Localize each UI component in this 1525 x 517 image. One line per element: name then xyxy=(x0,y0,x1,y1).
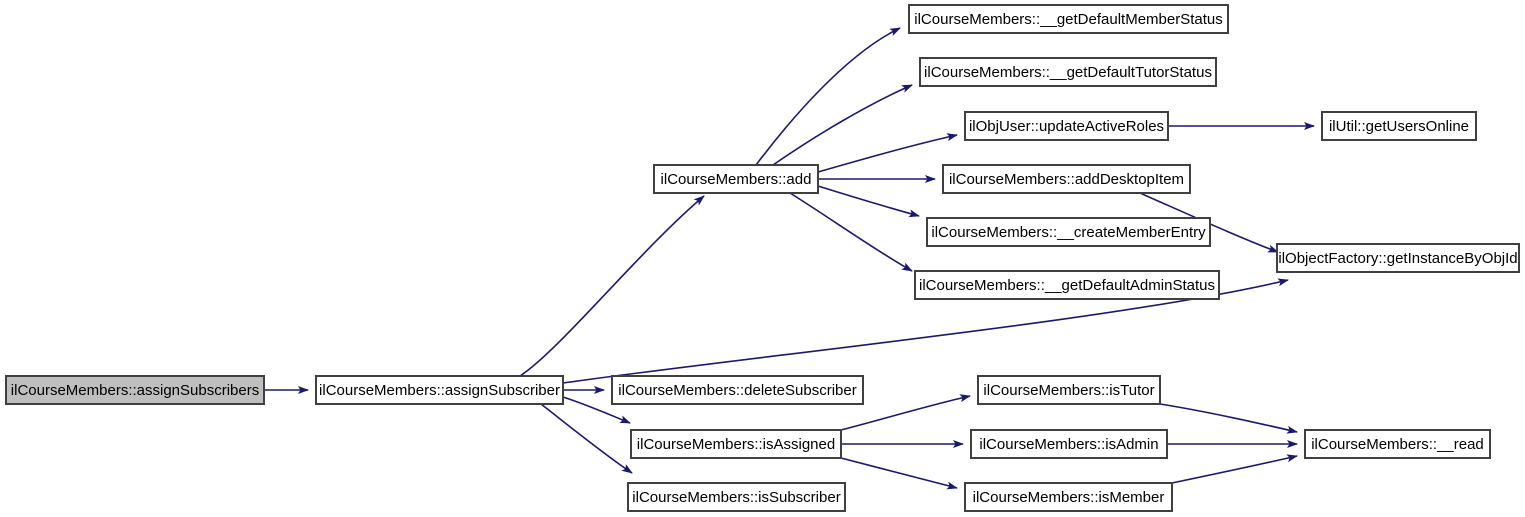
node-assignSubscribers[interactable]: ilCourseMembers::assignSubscribers xyxy=(5,375,265,405)
node-isTutor[interactable]: ilCourseMembers::isTutor xyxy=(977,375,1161,405)
node-getDefaultAdminStatus[interactable]: ilCourseMembers::__getDefaultAdminStatus xyxy=(914,270,1220,300)
node-box-getDefaultMemberStatus[interactable] xyxy=(908,4,1229,34)
node-box-getDefaultAdminStatus[interactable] xyxy=(914,270,1220,300)
edge-add-to-getDefaultAdminStatus xyxy=(789,192,913,272)
node-box-assignSubscribers[interactable] xyxy=(5,375,265,405)
node-isAdmin[interactable]: ilCourseMembers::isAdmin xyxy=(970,429,1168,459)
node-isAssigned[interactable]: ilCourseMembers::isAssigned xyxy=(630,429,842,459)
edge-assignSubscriber-to-add xyxy=(519,195,705,377)
node-box-add[interactable] xyxy=(653,164,819,194)
edge-assignSubscriber-to-isAssigned xyxy=(562,396,631,424)
node-isMember[interactable]: ilCourseMembers::isMember xyxy=(964,482,1173,512)
edge-isTutor-to-read xyxy=(1159,403,1298,434)
edge-addDesktopItem-to-getInstanceByObjId xyxy=(1139,192,1279,253)
node-box-isTutor[interactable] xyxy=(977,375,1161,405)
edge-add-to-updateActiveRoles xyxy=(817,133,958,173)
edge-add-to-getDefaultMemberStatus xyxy=(755,27,901,166)
node-getInstanceByObjId[interactable]: ilObjectFactory::getInstanceByObjId xyxy=(1276,243,1520,273)
node-box-isAssigned[interactable] xyxy=(630,429,842,459)
node-assignSubscriber[interactable]: ilCourseMembers::assignSubscriber xyxy=(315,375,564,405)
node-box-assignSubscriber[interactable] xyxy=(315,375,564,405)
node-add[interactable]: ilCourseMembers::add xyxy=(653,164,819,194)
node-box-getInstanceByObjId[interactable] xyxy=(1276,243,1520,273)
node-box-updateActiveRoles[interactable] xyxy=(964,111,1169,141)
edge-add-to-getDefaultTutorStatus xyxy=(772,84,913,166)
node-box-isMember[interactable] xyxy=(964,482,1173,512)
node-box-isAdmin[interactable] xyxy=(970,429,1168,459)
node-read[interactable]: ilCourseMembers::__read xyxy=(1304,429,1491,459)
node-box-isSubscriber[interactable] xyxy=(627,482,846,512)
node-box-read[interactable] xyxy=(1304,429,1491,459)
node-box-addDesktopItem[interactable] xyxy=(942,164,1191,194)
node-addDesktopItem[interactable]: ilCourseMembers::addDesktopItem xyxy=(942,164,1191,194)
edge-add-to-createMemberEntry xyxy=(817,185,920,218)
node-box-createMemberEntry[interactable] xyxy=(926,217,1211,247)
node-createMemberEntry[interactable]: ilCourseMembers::__createMemberEntry xyxy=(926,217,1211,247)
edge-assignSubscriber-to-isSubscriber xyxy=(540,403,633,474)
node-getDefaultTutorStatus[interactable]: ilCourseMembers::__getDefaultTutorStatus xyxy=(919,57,1217,87)
node-getDefaultMemberStatus[interactable]: ilCourseMembers::__getDefaultMemberStatu… xyxy=(908,4,1229,34)
node-box-getUsersOnline[interactable] xyxy=(1321,111,1477,141)
edge-isMember-to-read xyxy=(1171,454,1298,484)
node-updateActiveRoles[interactable]: ilObjUser::updateActiveRoles xyxy=(964,111,1169,141)
node-deleteSubscriber[interactable]: ilCourseMembers::deleteSubscriber xyxy=(611,375,864,405)
node-getUsersOnline[interactable]: ilUtil::getUsersOnline xyxy=(1321,111,1477,141)
edges-layer xyxy=(264,27,1315,490)
edge-isAssigned-to-isTutor xyxy=(840,394,971,431)
node-box-getDefaultTutorStatus[interactable] xyxy=(919,57,1217,87)
node-isSubscriber[interactable]: ilCourseMembers::isSubscriber xyxy=(627,482,846,512)
node-box-deleteSubscriber[interactable] xyxy=(611,375,864,405)
edge-isAssigned-to-isMember xyxy=(840,457,958,490)
